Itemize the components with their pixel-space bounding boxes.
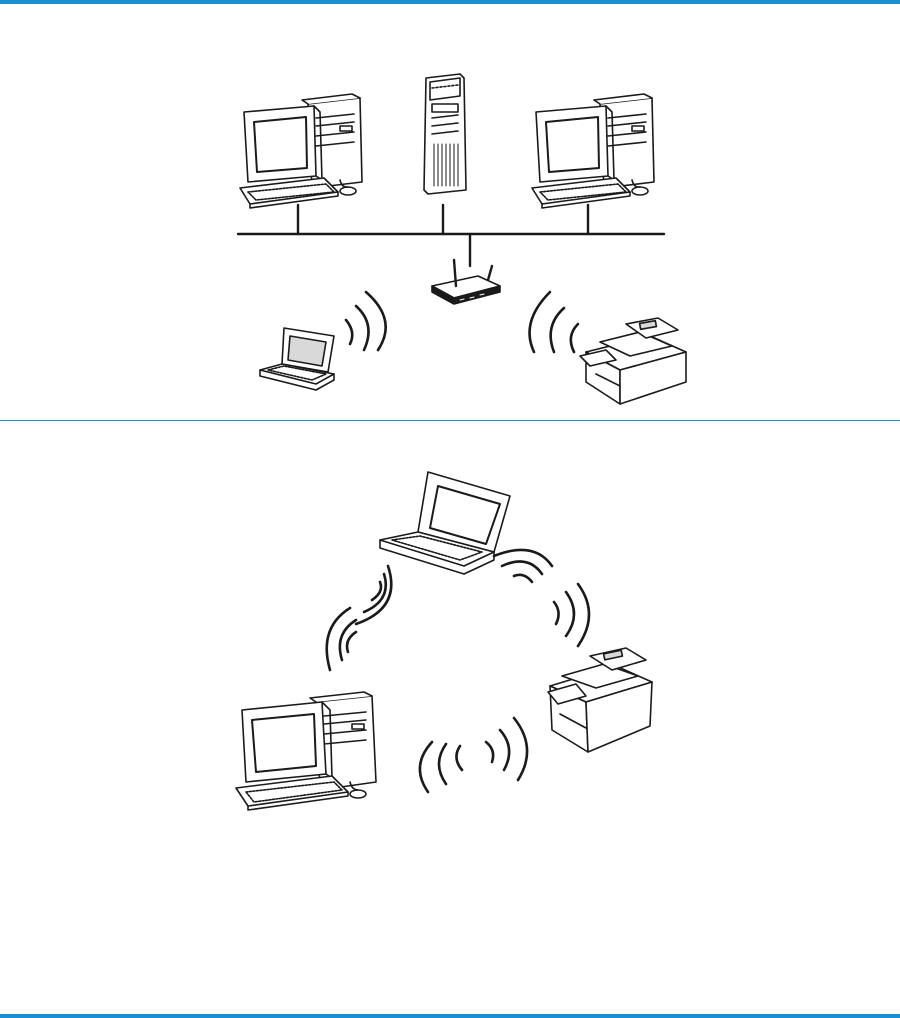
desktop-computer-icon — [236, 692, 376, 810]
wireless-signal-icon — [346, 292, 386, 350]
network-bus — [238, 205, 664, 266]
infrastructure-network-figure — [0, 4, 900, 420]
laptop-icon — [260, 328, 334, 390]
multifunction-printer-icon — [548, 648, 652, 752]
wireless-signal-icon — [530, 292, 578, 352]
desktop-computer-icon — [532, 94, 654, 208]
laptop-icon — [380, 472, 510, 574]
multifunction-printer-icon — [580, 318, 686, 404]
infrastructure-network-svg — [0, 4, 900, 420]
desktop-computer-icon — [240, 94, 362, 208]
bottom-rule — [0, 1014, 900, 1018]
ad-hoc-network-figure — [0, 421, 900, 1014]
wireless-signal-icon — [327, 566, 392, 670]
wireless-signal-icon — [420, 718, 527, 792]
ad-hoc-network-svg — [0, 421, 900, 1014]
wireless-router-icon — [432, 260, 500, 304]
wireless-signal-icon — [494, 550, 589, 646]
tower-server-icon — [424, 74, 466, 194]
